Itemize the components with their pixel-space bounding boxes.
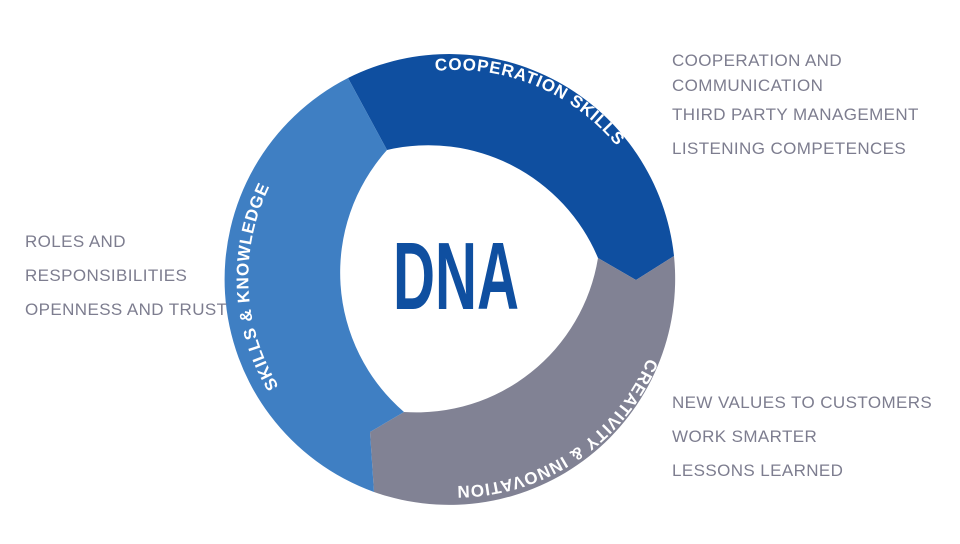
notes-skills-knowledge: ROLES AND RESPONSIBILITIES OPENNESS AND … xyxy=(25,225,227,327)
note-item: COOPERATION AND xyxy=(672,51,843,70)
note-item: NEW VALUES TO CUSTOMERS xyxy=(672,393,933,412)
segment-cooperation-skills xyxy=(348,54,674,281)
notes-cooperation: COOPERATION AND COMMUNICATION THIRD PART… xyxy=(672,48,919,166)
segment-creativity-innovation xyxy=(370,256,676,505)
note-item: LISTENING COMPETENCES xyxy=(672,139,907,158)
note-item: THIRD PARTY MANAGEMENT xyxy=(672,105,919,124)
note-item: WORK SMARTER xyxy=(672,427,818,446)
note-item: LESSONS LEARNED xyxy=(672,461,844,480)
note-item: RESPONSIBILITIES xyxy=(25,266,188,285)
notes-creativity: NEW VALUES TO CUSTOMERS WORK SMARTER LES… xyxy=(672,386,932,488)
segment-skills-knowledge xyxy=(224,78,404,492)
note-item: ROLES AND xyxy=(25,232,126,251)
center-title: DNA xyxy=(393,223,519,330)
note-item: COMMUNICATION xyxy=(672,76,824,95)
note-item: OPENNESS AND TRUST xyxy=(25,300,228,319)
